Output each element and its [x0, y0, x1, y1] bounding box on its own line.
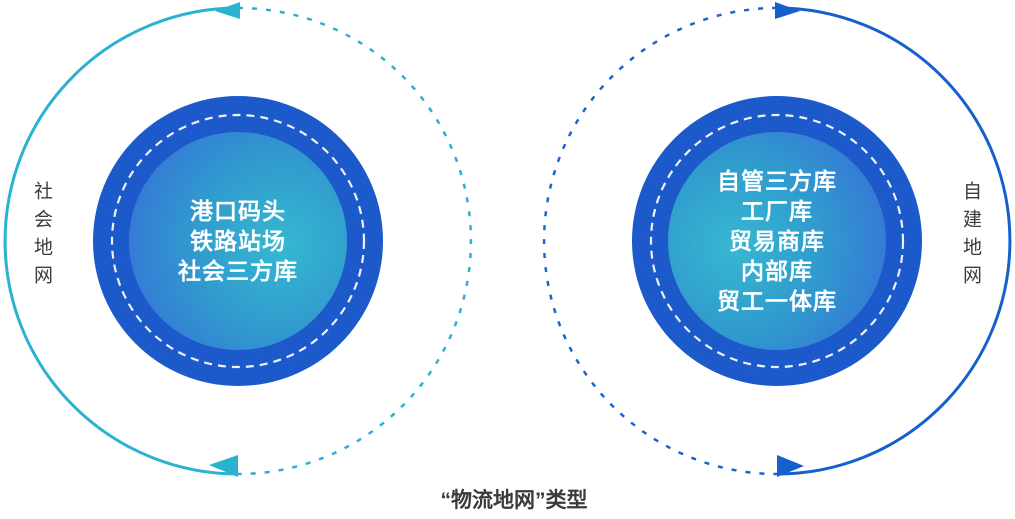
right-circle-line: 贸易商库: [729, 228, 825, 254]
right-arrow-top-icon: [775, 2, 800, 19]
right-rotation-arc-solid: [776, 6, 1012, 476]
right-circle-label: 自管三方库 工厂库 贸易商库 内部库 贸工一体库: [667, 166, 887, 316]
left-side-label: 社会地网: [31, 181, 52, 293]
left-circle-line: 社会三方库: [178, 258, 298, 284]
left-rotation-arc-solid: [3, 6, 239, 476]
left-grain-texture: [93, 96, 383, 386]
left-circle-line: 铁路站场: [190, 228, 286, 254]
right-circle-line: 工厂库: [741, 198, 813, 224]
right-grain-texture: [632, 96, 922, 386]
left-rotation-arc-dashed: [237, 6, 473, 476]
right-network-group: [542, 2, 1012, 477]
left-circle-label: 港口码头 铁路站场 社会三方库: [138, 196, 338, 286]
diagram-caption: “物流地网”类型: [440, 489, 588, 512]
left-network-group: [3, 2, 473, 477]
left-arrow-bottom-icon: [209, 455, 238, 477]
left-circle-line: 港口码头: [190, 198, 286, 224]
right-circle-line: 贸工一体库: [717, 288, 837, 314]
right-circle-line: 自管三方库: [717, 168, 837, 194]
left-arrow-top-icon: [215, 2, 240, 19]
right-rotation-arc-dashed: [542, 6, 778, 476]
right-arrow-bottom-icon: [777, 455, 804, 477]
right-side-label: 自建地网: [960, 181, 981, 293]
right-circle-line: 内部库: [741, 258, 813, 284]
